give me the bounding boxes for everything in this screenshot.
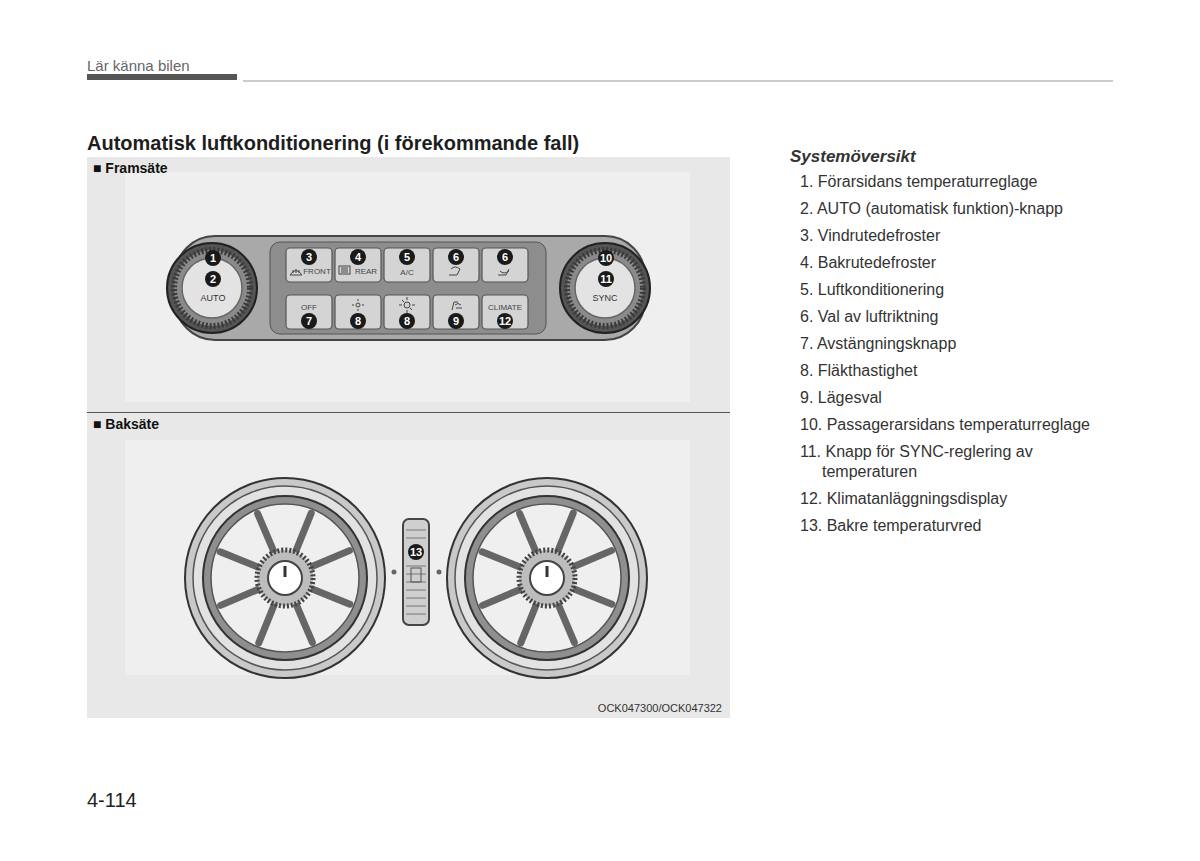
callout-number: 6 bbox=[448, 249, 464, 265]
callout-number: 9 bbox=[448, 313, 464, 329]
knob-label: AUTO bbox=[201, 293, 226, 303]
figure-panel: ■ Framsäte bbox=[87, 157, 730, 412]
callout-number: 6 bbox=[497, 249, 513, 265]
panel-heading: ■ Baksäte bbox=[87, 413, 165, 435]
list-item: 5. Luftkonditionering bbox=[800, 280, 1113, 300]
running-header: Lär känna bilen bbox=[87, 57, 190, 74]
callout-number: 4 bbox=[350, 249, 366, 265]
page-number: 4-114 bbox=[87, 789, 137, 812]
figure-panel: ■ Baksäte bbox=[87, 413, 730, 718]
callout-number: 11 bbox=[598, 271, 614, 287]
list-item: 10. Passagerarsidans temperaturreglage bbox=[800, 415, 1113, 435]
callout-number: 5 bbox=[399, 249, 415, 265]
list-item: 9. Lägesval bbox=[800, 388, 1113, 408]
list-item: 11. Knapp för SYNC-reglering av temperat… bbox=[800, 442, 1113, 482]
callout-number: 12 bbox=[497, 313, 513, 329]
list-item: 12. Klimatanläggningsdisplay bbox=[800, 489, 1113, 509]
callout-number: 8 bbox=[350, 313, 366, 329]
callout-number: 13 bbox=[408, 544, 424, 560]
panel-heading: ■ Framsäte bbox=[87, 157, 174, 179]
callout-number: 1 bbox=[205, 250, 221, 266]
list-item: 3. Vindrutedefroster bbox=[800, 226, 1113, 246]
figure-code: OCK047300/OCK047322 bbox=[598, 702, 722, 714]
callout-number: 7 bbox=[301, 313, 317, 329]
section-heading: Systemöversikt bbox=[790, 147, 916, 167]
list-item: 2. AUTO (automatisk funktion)-knapp bbox=[800, 199, 1113, 219]
list-item: 4. Bakrutedefroster bbox=[800, 253, 1113, 273]
button-label: REAR bbox=[355, 267, 377, 276]
callout-number: 8 bbox=[399, 313, 415, 329]
list-item: 8. Fläkthastighet bbox=[800, 361, 1113, 381]
page-title: Automatisk luftkonditionering (i förekom… bbox=[87, 132, 579, 155]
callout-number: 2 bbox=[205, 271, 221, 287]
button-label: A/C bbox=[400, 268, 413, 277]
button-label: CLIMATE bbox=[488, 303, 522, 312]
list-item: 1. Förarsidans temperaturreglage bbox=[800, 172, 1113, 192]
button-label: OFF bbox=[301, 303, 317, 312]
list-item: 13. Bakre temperaturvred bbox=[800, 516, 1113, 536]
knob-label: SYNC bbox=[592, 293, 617, 303]
button-label: FRONT bbox=[303, 267, 331, 276]
callout-number: 3 bbox=[301, 249, 317, 265]
list-item: 7. Avstängningsknapp bbox=[800, 334, 1113, 354]
callout-number: 10 bbox=[598, 250, 614, 266]
list-item: 6. Val av luftriktning bbox=[800, 307, 1113, 327]
